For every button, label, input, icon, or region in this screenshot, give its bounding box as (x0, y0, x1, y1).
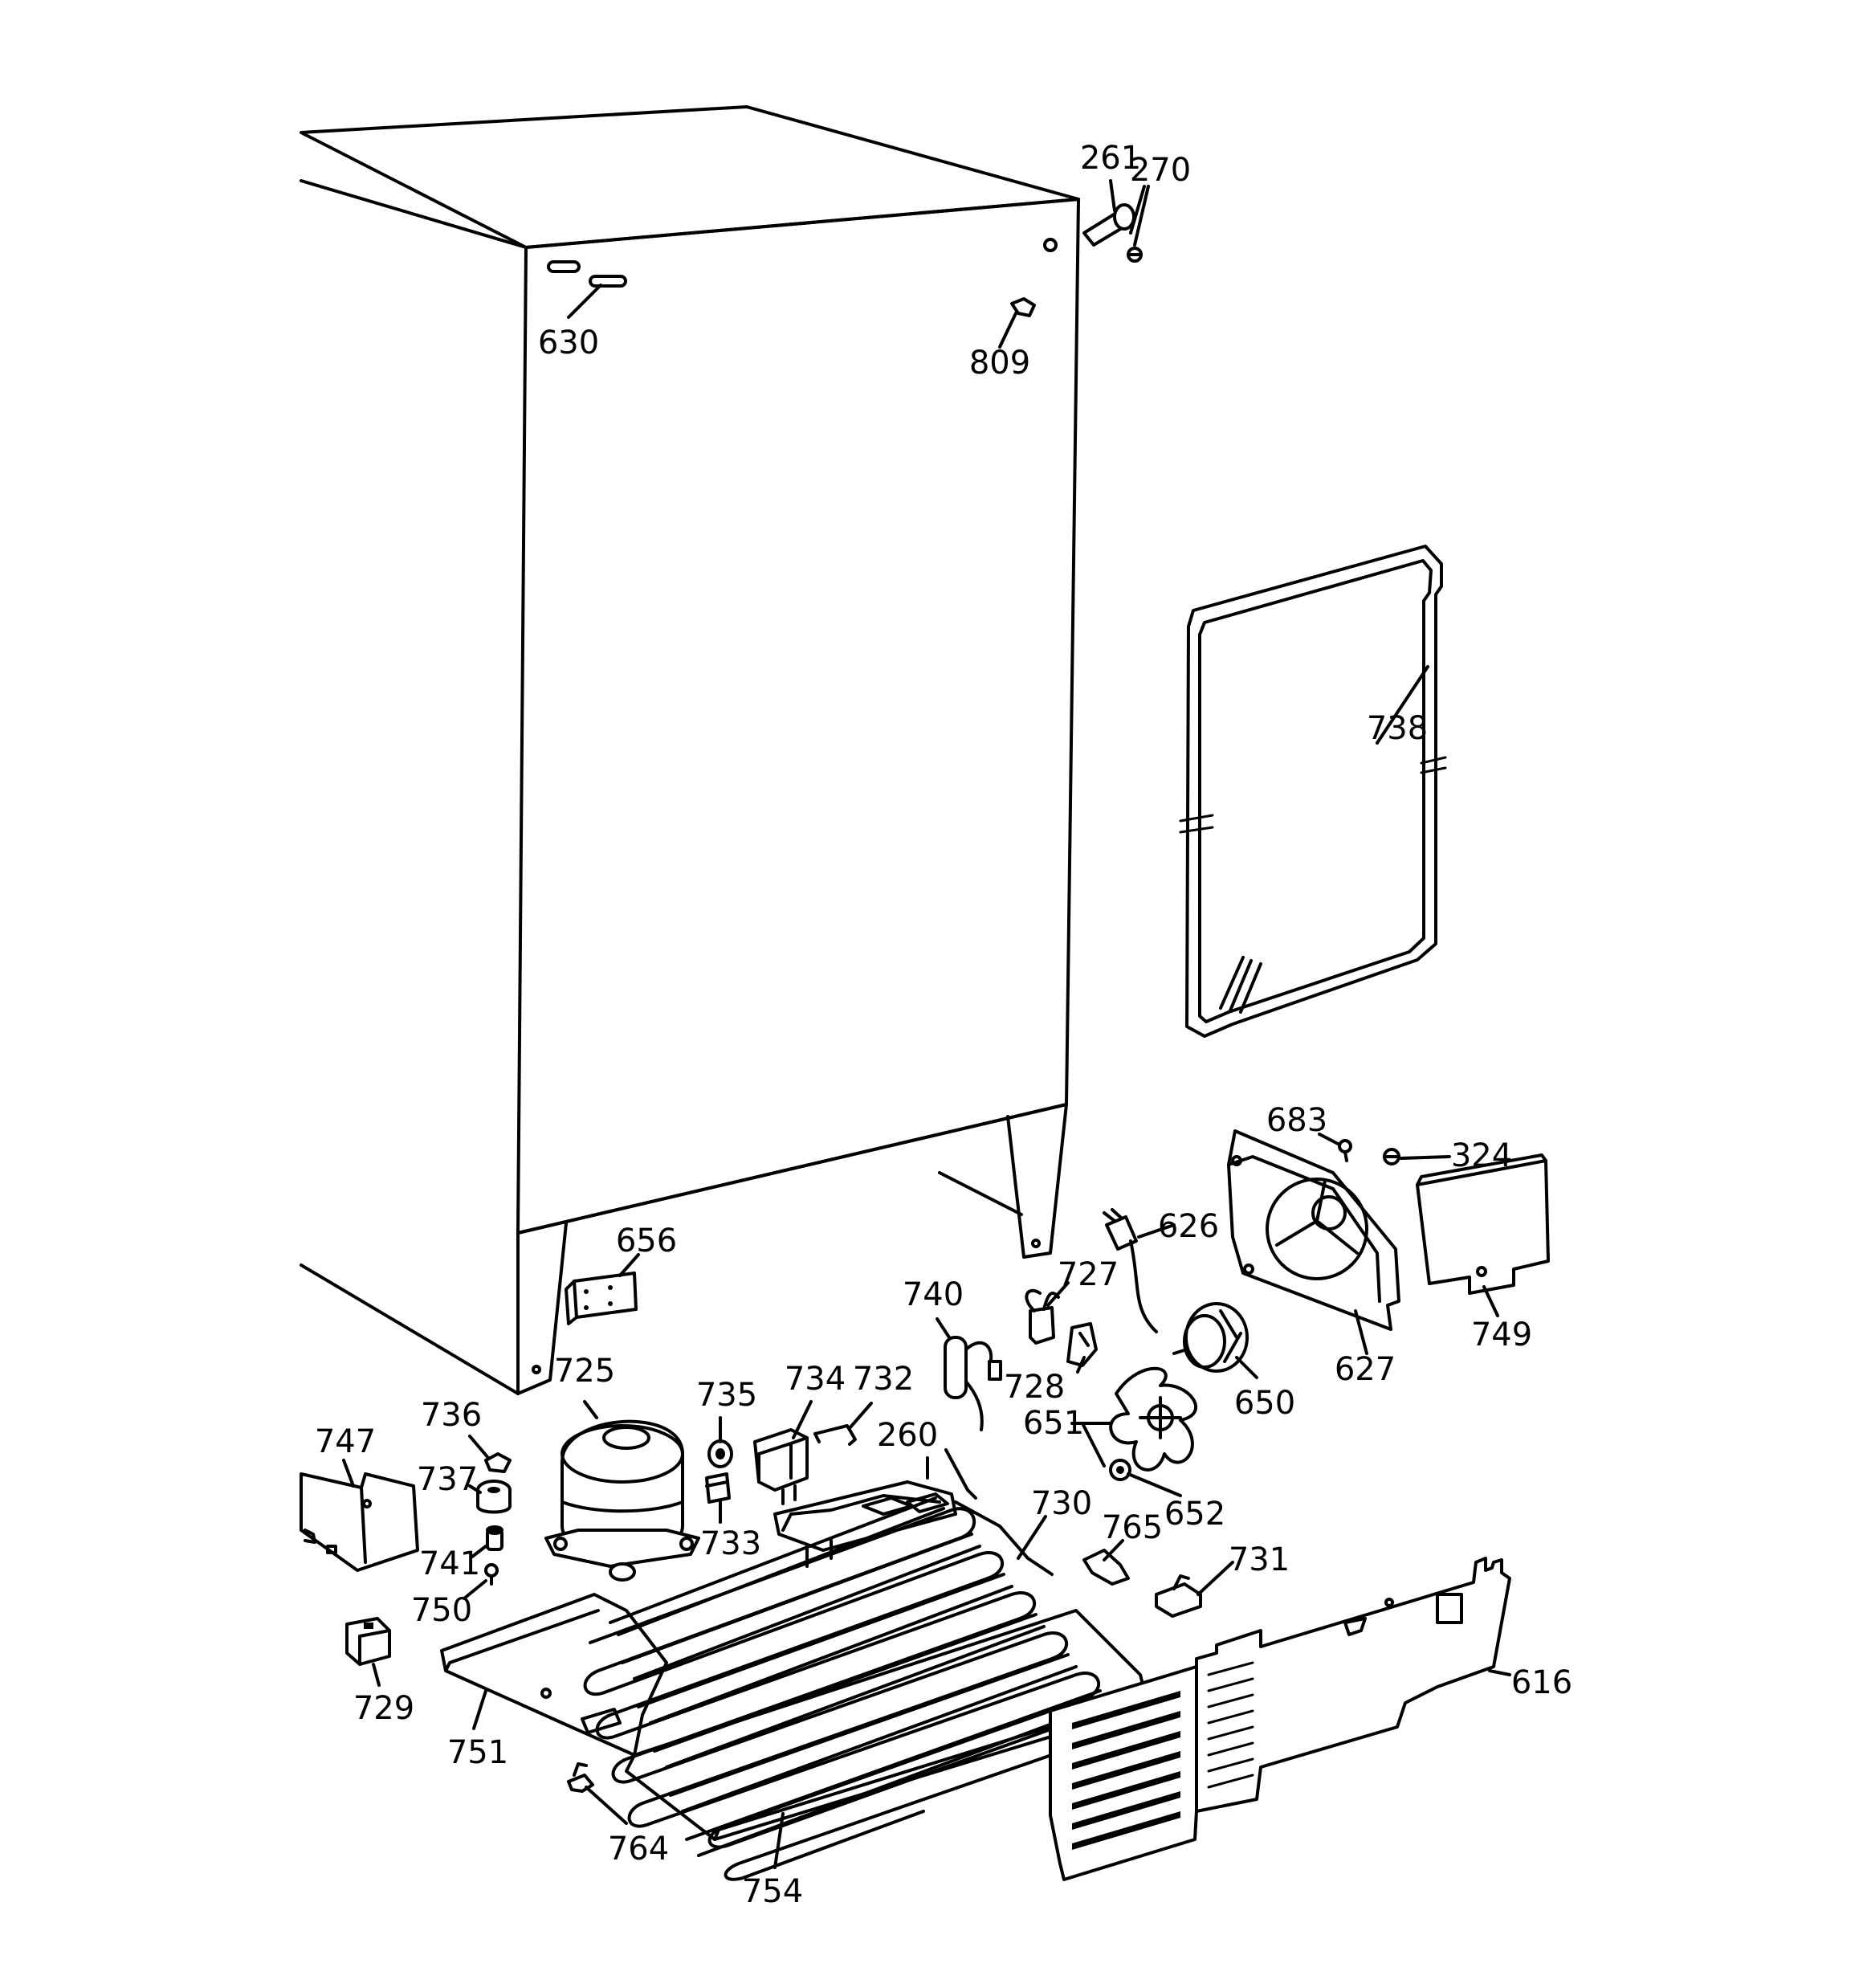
label-683: 683 (1266, 1102, 1327, 1139)
part-270-screw (1127, 247, 1143, 263)
label-736: 736 (421, 1397, 482, 1434)
part-747-bracket (300, 1472, 419, 1572)
label-626: 626 (1158, 1208, 1219, 1245)
label-616: 616 (1511, 1664, 1572, 1701)
label-740: 740 (903, 1276, 964, 1313)
part-727-overload (1025, 1288, 1060, 1345)
label-731: 731 (1229, 1541, 1290, 1578)
label-733: 733 (700, 1525, 761, 1562)
part-741-sleeve (486, 1525, 503, 1551)
label-656: 656 (616, 1223, 677, 1259)
label-270: 270 (1130, 152, 1191, 189)
part-764-clip (567, 1762, 594, 1793)
part-734-cover (753, 1428, 809, 1505)
part-750-screw (484, 1563, 499, 1586)
leader-lines (342, 179, 1511, 1869)
part-626-power-cord (1103, 1208, 1158, 1333)
label-735: 735 (696, 1377, 757, 1414)
part-736-clip (484, 1452, 512, 1473)
part-324-screw (1383, 1148, 1400, 1165)
part-651-fan-blade (1109, 1366, 1198, 1472)
callout-labels: 261 270 630 809 738 683 324 626 656 740 … (315, 140, 1572, 1910)
label-730: 730 (1031, 1485, 1092, 1522)
label-324: 324 (1451, 1137, 1512, 1174)
label-747: 747 (315, 1423, 376, 1460)
part-656-bracket (565, 1272, 638, 1325)
part-735-grommet (707, 1439, 733, 1468)
label-741: 741 (419, 1545, 480, 1582)
label-754: 754 (742, 1873, 803, 1910)
label-732: 732 (853, 1361, 914, 1398)
label-630: 630 (538, 325, 599, 361)
label-737: 737 (417, 1461, 478, 1498)
part-616-grille (1049, 1557, 1511, 1881)
label-750: 750 (411, 1592, 472, 1629)
part-683-screw (1338, 1139, 1352, 1162)
label-627: 627 (1335, 1351, 1396, 1388)
part-731-clip (1155, 1574, 1202, 1618)
part-737-grommet (476, 1480, 512, 1514)
label-749: 749 (1471, 1316, 1532, 1353)
part-740-capacitor (944, 1336, 1002, 1431)
label-727: 727 (1058, 1256, 1119, 1293)
part-809-clip (1010, 297, 1036, 317)
label-765: 765 (1102, 1509, 1163, 1546)
part-749-cover (1416, 1153, 1550, 1295)
part-738-heater-loop (1179, 545, 1447, 1038)
label-729: 729 (353, 1690, 414, 1727)
label-728: 728 (1004, 1369, 1065, 1406)
label-764: 764 (608, 1831, 669, 1868)
label-809: 809 (969, 345, 1030, 382)
part-627-fan-shroud (1227, 1129, 1400, 1331)
label-652: 652 (1164, 1496, 1225, 1533)
refrigerator-cabinet (300, 105, 1080, 1395)
label-738: 738 (1367, 710, 1428, 747)
part-732-clip (813, 1424, 857, 1446)
part-728-relay (1066, 1322, 1098, 1367)
label-650: 650 (1234, 1385, 1295, 1422)
label-261: 261 (1080, 140, 1141, 177)
label-734: 734 (785, 1361, 846, 1398)
label-260: 260 (877, 1417, 938, 1454)
part-650-fan-motor (1172, 1302, 1249, 1373)
part-729-relay-block (345, 1617, 391, 1666)
label-751: 751 (447, 1734, 508, 1771)
label-725: 725 (554, 1353, 615, 1390)
part-261-tube (1082, 203, 1135, 247)
label-651: 651 (1023, 1405, 1084, 1442)
part-725-compressor (544, 1419, 700, 1582)
part-652-nut (1109, 1459, 1131, 1481)
part-733-terminal (705, 1472, 731, 1504)
part-765-clip (1082, 1549, 1130, 1586)
